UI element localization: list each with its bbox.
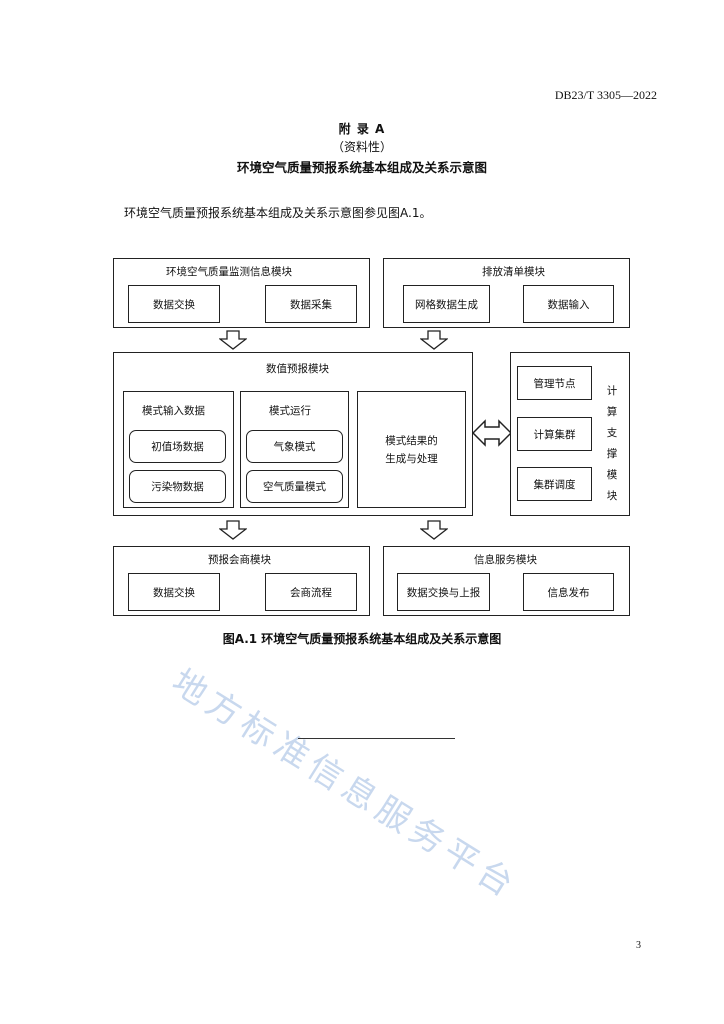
service-item-publish: 信息发布 [523,573,614,611]
down-arrow-icon [420,520,448,540]
double-arrow-icon [471,419,513,447]
initial-field-data: 初值场数据 [129,430,226,463]
monitor-module: 环境空气质量监测信息模块 数据交换 数据采集 [113,258,370,328]
standard-number: DB23/T 3305—2022 [554,88,657,102]
consult-module: 预报会商模块 数据交换 会商流程 [113,546,370,616]
intro-text: 环境空气质量预报系统基本组成及关系示意图参见图A.1。 [124,206,432,220]
manage-node: 管理节点 [517,366,592,400]
down-arrow-icon [420,330,448,350]
compute-title-char: 计 [606,385,618,397]
emission-item-input: 数据输入 [523,285,614,323]
page-number: 3 [636,940,641,951]
compute-cluster: 计算集群 [517,417,592,451]
air-quality-model: 空气质量模式 [246,470,343,503]
monitor-item-collect: 数据采集 [265,285,357,323]
model-run-group: 模式运行 气象模式 空气质量模式 [240,391,349,508]
compute-module-title: 计 算 支 撑 模 块 [605,381,619,507]
pollutant-data: 污染物数据 [129,470,226,503]
cluster-scheduling: 集群调度 [517,467,592,501]
consult-item-exchange: 数据交换 [128,573,220,611]
model-result-line1: 模式结果的 [385,434,438,447]
emission-item-grid: 网格数据生成 [403,285,490,323]
compute-title-char: 撑 [606,448,618,460]
compute-title-char: 支 [606,427,618,439]
service-module: 信息服务模块 数据交换与上报 信息发布 [383,546,630,616]
model-input-group: 模式输入数据 初值场数据 污染物数据 [123,391,234,508]
model-input-title: 模式输入数据 [142,405,205,417]
end-rule [298,738,455,739]
monitor-module-title: 环境空气质量监测信息模块 [166,266,292,278]
appendix-nature: （资料性） [331,140,392,154]
monitor-item-exchange: 数据交换 [128,285,220,323]
consult-module-title: 预报会商模块 [208,554,271,566]
meteorology-model: 气象模式 [246,430,343,463]
compute-module: 管理节点 计算集群 集群调度 计 算 支 撑 模 块 [510,352,630,516]
down-arrow-icon [219,330,247,350]
figure-caption: 图A.1 环境空气质量预报系统基本组成及关系示意图 [222,632,502,646]
service-item-report: 数据交换与上报 [397,573,490,611]
numerical-module-title: 数值预报模块 [266,363,329,375]
watermark: 地方标准信息服务平台 [164,661,525,908]
service-module-title: 信息服务模块 [474,554,537,566]
appendix-heading: 环境空气质量预报系统基本组成及关系示意图 [236,160,487,175]
compute-title-char: 算 [606,406,618,418]
numerical-module: 数值预报模块 模式输入数据 初值场数据 污染物数据 模式运行 气象模式 空气质量… [113,352,473,516]
emission-module-title: 排放清单模块 [482,266,545,278]
model-result-processing: 模式结果的 生成与处理 [357,391,466,508]
compute-title-char: 模 [606,469,618,481]
emission-module: 排放清单模块 网格数据生成 数据输入 [383,258,630,328]
down-arrow-icon [219,520,247,540]
model-run-title: 模式运行 [269,405,311,417]
model-result-line2: 生成与处理 [385,452,438,465]
consult-item-process: 会商流程 [265,573,357,611]
appendix-title: 附 录 A [338,122,386,136]
compute-title-char: 块 [606,490,618,502]
